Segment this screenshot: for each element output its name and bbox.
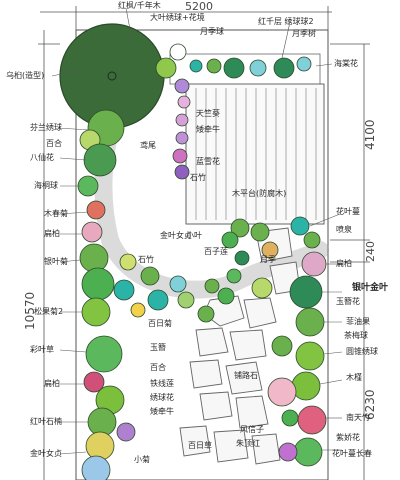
label-left-8: 银叶菊 — [44, 256, 68, 266]
label-right-10: 南天竹 — [346, 412, 370, 422]
label-right-4: 银叶金叶 — [352, 281, 388, 293]
label-right-6: 菲油果 — [346, 316, 370, 326]
dim-top-width: 5200 — [185, 0, 213, 13]
labels-top: 红枫/千年木 大叶绣球+花境 月季球 红千层 绣球球2 月季树 海棠花 — [118, 0, 358, 68]
label-left-4: 八仙花 — [30, 152, 54, 162]
leader-lines — [51, 7, 343, 455]
dim-right-upper: 4100 — [363, 119, 377, 150]
label-left-7: 扁柏 — [44, 228, 60, 238]
label-right-9: 木槿 — [346, 372, 362, 382]
label-mid-1: 鸢尾 — [140, 140, 156, 150]
label-right-12: 花叶蔓长春 — [332, 448, 372, 458]
label-right-7: 茶梅球 — [344, 330, 368, 340]
label-mid-9: 矮牵牛 — [196, 124, 220, 134]
left-plants — [77, 109, 137, 480]
label-mid-4: 石竹 — [138, 254, 154, 264]
labels-left: 乌桕(造型) 芬兰绣球 百合 八仙花 海桐球 木春菊 扁柏 银叶菊 松果菊2 彩… — [6, 70, 68, 458]
label-mid-3: 金叶女贞 — [160, 230, 192, 240]
label-top-mid: 月季球 — [200, 26, 224, 36]
dim-right-lower: 6230 — [363, 389, 377, 420]
label-mid-16: 铁线莲 — [150, 378, 174, 388]
label-right-8: 圆锥绣球 — [346, 346, 378, 356]
center-plants — [130, 216, 321, 323]
label-right-2: 喷泉 — [336, 224, 352, 234]
label-mid-15: 百合 — [150, 362, 166, 372]
label-left-10: 彩叶草 — [30, 344, 54, 354]
label-mid-5: 小叶 — [186, 231, 202, 240]
label-right-5: 玉簪花 — [336, 296, 360, 306]
vine-plants — [172, 78, 191, 180]
label-top-center: 红枫/千年木 — [118, 0, 161, 10]
label-mid-18: 矮牵牛 — [150, 406, 174, 416]
label-left-9: 松果菊2 — [34, 306, 63, 316]
label-top-right: 红千层 绣球球2 — [258, 16, 314, 26]
label-left-3: 百合 — [46, 138, 62, 148]
label-mid-10: 蓝雪花 — [196, 156, 220, 166]
label-mid-11: 石竹 — [190, 172, 206, 182]
label-left-1: 乌桕(造型) — [6, 70, 44, 80]
dim-left-total: 10570 — [23, 292, 37, 330]
label-mid-7: 月季 — [260, 254, 276, 264]
label-top-center2: 大叶绣球+花境 — [150, 12, 205, 22]
label-right-11: 紫娇花 — [336, 432, 360, 442]
wood-deck — [185, 83, 325, 225]
label-left-5: 海桐球 — [34, 180, 58, 190]
label-mid-20: 朱顶红 — [236, 438, 260, 448]
label-left-13: 金叶女贞 — [30, 448, 62, 458]
label-right-top: 海棠花 — [334, 58, 358, 68]
label-mid-13: 百日菊 — [148, 318, 172, 328]
label-bottom-2: 百日草 — [188, 440, 212, 450]
label-mid-17: 绣球花 — [150, 392, 174, 402]
dim-right-middle: 240 — [364, 241, 377, 262]
garden-boundary — [75, 29, 329, 480]
label-mid-8: 天竺葵 — [196, 108, 220, 118]
top-bed-plants — [155, 43, 312, 79]
label-right-1: 花叶蔓 — [336, 206, 360, 216]
label-left-2: 芬兰绣球 — [30, 122, 62, 132]
large-tree-trunk — [107, 71, 117, 81]
label-right-3: 扁柏 — [336, 258, 352, 268]
stepping-stones — [179, 227, 301, 465]
label-bottom-1: 小菊 — [134, 454, 150, 464]
label-left-6: 木春菊 — [44, 208, 68, 218]
right-plants — [267, 251, 327, 467]
deck-boards — [195, 88, 317, 220]
labels-right: 花叶蔓 喷泉 扁柏 银叶金叶 玉簪花 菲油果 茶梅球 圆锥绣球 木槿 南天竹 紫… — [332, 206, 388, 458]
label-mid-6: 百子莲 — [204, 246, 228, 256]
labels-middle: 鸢尾 木平台(防腐木) 金叶女贞 石竹 小叶 百子莲 月季 天竺葵 矮牵牛 蓝雪… — [134, 108, 286, 464]
label-mid-12: 铺路石 — [234, 370, 258, 380]
label-top-right2: 月季树 — [292, 28, 316, 38]
label-mid-14: 玉簪 — [150, 342, 166, 352]
label-mid-2: 木平台(防腐木) — [232, 188, 286, 198]
label-left-12: 红叶石楠 — [30, 416, 62, 426]
label-mid-19: 风信子 — [240, 424, 264, 434]
label-left-11: 扁柏 — [44, 378, 60, 388]
